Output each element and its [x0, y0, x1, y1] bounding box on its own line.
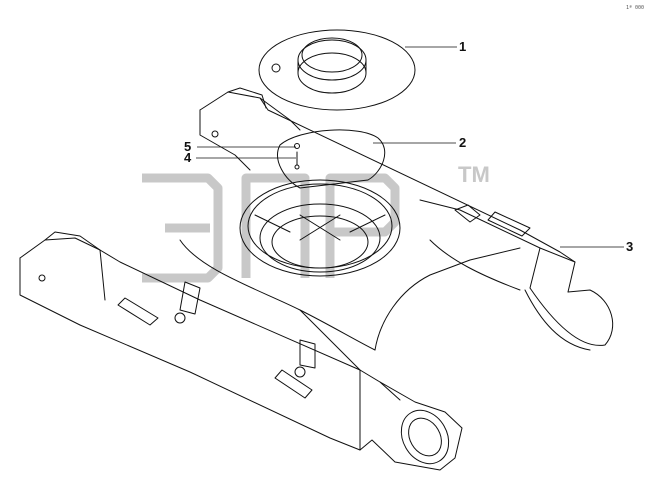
- callout-2: 2: [459, 135, 467, 150]
- part-5-washer: [294, 143, 300, 149]
- part-3-undercarriage-frame: [19, 87, 614, 471]
- watermark-trademark: TM: [458, 162, 490, 187]
- part-4-bolt: [294, 151, 300, 170]
- leader-lines: [196, 46, 624, 248]
- callout-5: 5: [184, 139, 192, 154]
- callout-3: 3: [626, 239, 634, 254]
- part-2-cover-plate: [277, 129, 386, 189]
- slewing-ring: [239, 179, 401, 277]
- callout-1: 1: [459, 39, 467, 54]
- corner-code: 1ª 000: [626, 5, 645, 11]
- callout-4: 4: [184, 150, 192, 165]
- part-1-ring-plate: [258, 29, 416, 111]
- watermark-logo: [142, 173, 400, 283]
